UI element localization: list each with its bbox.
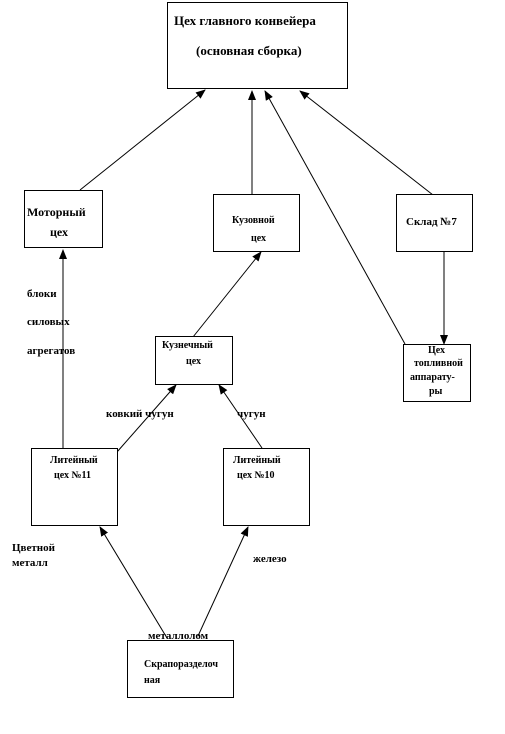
node-scrap-shop-line1: Скрапоразделоч xyxy=(144,659,219,670)
node-main-conveyor: Цех главного конвейера (основная сборка) xyxy=(167,2,348,89)
arrow-fuel-to-main xyxy=(264,90,406,345)
arrow-warehouse-to-main xyxy=(299,90,434,196)
label-engine-blocks-1: блоки xyxy=(27,288,57,300)
arrow-foundry10-to-forge xyxy=(218,384,263,449)
node-warehouse-7: Склад №7 xyxy=(396,194,473,252)
node-foundry-11: Литейный цех №11 xyxy=(31,448,118,526)
node-scrap-shop: Скрапоразделоч ная xyxy=(127,640,234,698)
node-fuel-shop-line4: ры xyxy=(429,386,443,397)
node-motor-shop-line1: Моторный xyxy=(27,205,86,219)
label-nonferrous-1: Цветной xyxy=(12,542,55,554)
node-warehouse-7-line1: Склад №7 xyxy=(406,216,457,228)
label-cast-iron: чугун xyxy=(237,408,266,420)
node-body-shop: Кузовной цех xyxy=(213,194,300,252)
arrow-scrap-to-foundry11 xyxy=(99,526,168,639)
arrow-forge-to-body xyxy=(192,251,262,338)
node-forge-shop-line2: цех xyxy=(186,356,201,367)
label-nonferrous-2: металл xyxy=(12,557,48,569)
arrow-motor-to-main xyxy=(79,89,206,191)
node-fuel-shop-line2: топливной xyxy=(414,358,463,369)
node-foundry-10: Литейный цех №10 xyxy=(223,448,310,526)
node-body-shop-line1: Кузовной xyxy=(232,215,275,226)
label-ductile-iron: ковкий чугун xyxy=(106,408,174,420)
node-forge-shop: Кузнечный цех xyxy=(155,336,233,385)
node-fuel-equipment-shop: Цех топливной аппарату- ры xyxy=(403,344,471,402)
label-iron: железо xyxy=(253,553,287,565)
label-engine-blocks-3: агрегатов xyxy=(27,345,76,357)
node-motor-shop: Моторный цех xyxy=(24,190,103,248)
node-scrap-shop-line2: ная xyxy=(144,675,161,686)
node-body-shop-line2: цех xyxy=(251,233,266,244)
node-fuel-shop-line1: Цех xyxy=(428,345,446,356)
label-scrap-metal: металлолом xyxy=(148,630,209,642)
arrow-scrap-to-foundry10 xyxy=(197,526,249,637)
node-motor-shop-line2: цех xyxy=(50,225,68,239)
node-foundry-11-line1: Литейный xyxy=(50,455,98,466)
node-foundry-10-line1: Литейный xyxy=(233,455,281,466)
node-forge-shop-line1: Кузнечный xyxy=(162,340,213,351)
node-main-conveyor-line1: Цех главного конвейера xyxy=(174,13,316,28)
node-foundry-10-line2: цех №10 xyxy=(237,470,275,481)
node-foundry-11-line2: цех №11 xyxy=(54,470,91,481)
label-engine-blocks-2: силовых xyxy=(27,316,70,328)
node-main-conveyor-line2: (основная сборка) xyxy=(196,43,302,58)
node-fuel-shop-line3: аппарату- xyxy=(410,372,455,383)
arrow-foundry11-to-forge xyxy=(116,384,177,453)
